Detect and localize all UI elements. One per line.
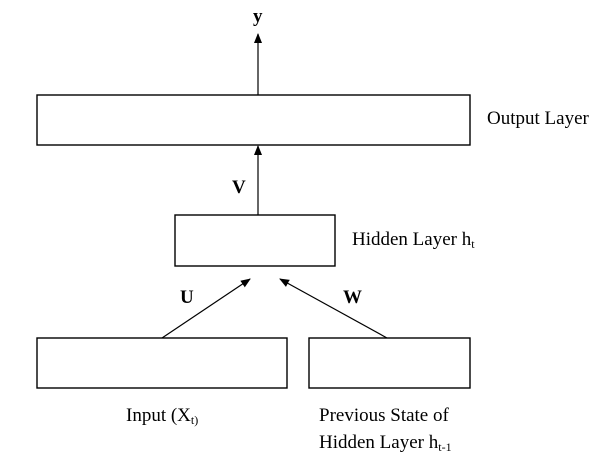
previous-state-box bbox=[308, 337, 471, 389]
arrow-previous-to-hidden bbox=[279, 278, 388, 339]
weight-v-label: V bbox=[232, 177, 246, 198]
output-layer-label: Output Layer bbox=[487, 108, 589, 129]
previous-state-text: Hidden Layer h bbox=[319, 432, 439, 453]
input-box bbox=[36, 337, 288, 389]
hidden-layer-text: Hidden Layer h bbox=[352, 229, 472, 250]
hidden-layer-subscript: t bbox=[471, 237, 475, 251]
input-text: Input (X bbox=[126, 405, 191, 426]
hidden-layer-label: Hidden Layer ht bbox=[352, 229, 475, 255]
previous-state-line1: Previous State of bbox=[319, 405, 449, 426]
input-label: Input (Xt) bbox=[126, 405, 198, 431]
weight-u-label: U bbox=[180, 287, 194, 308]
output-y-label: y bbox=[253, 6, 263, 27]
hidden-layer-box bbox=[174, 214, 336, 267]
weight-w-label: W bbox=[343, 287, 362, 308]
output-layer-box bbox=[36, 94, 471, 146]
input-subscript: t) bbox=[190, 413, 199, 427]
arrow-input-to-hidden bbox=[161, 278, 251, 339]
previous-state-line2: Hidden Layer ht-1 bbox=[319, 432, 452, 458]
previous-state-subscript: t-1 bbox=[438, 440, 452, 454]
